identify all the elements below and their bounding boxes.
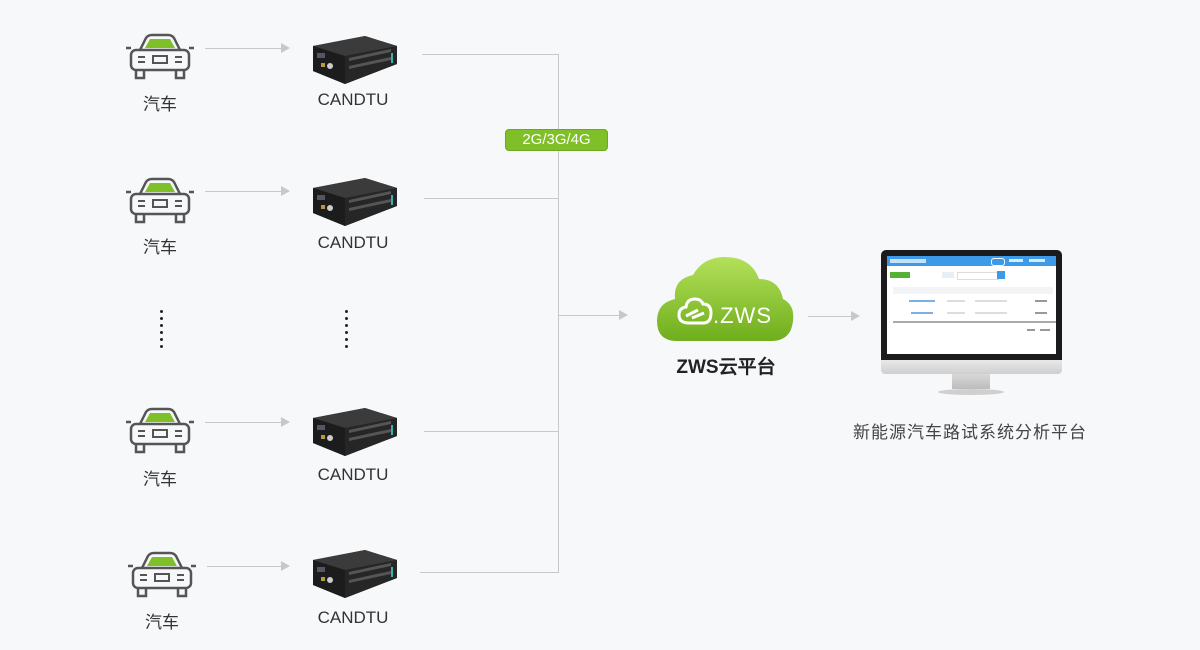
vehicle-label: 汽车 (143, 95, 177, 114)
monitor-screen (887, 256, 1056, 354)
candtu-device-icon (313, 36, 397, 84)
candtu-device-icon (313, 550, 397, 598)
ellipsis-vertical-icon (160, 310, 166, 352)
device-label: CANDTU (317, 608, 389, 627)
car-icon (128, 551, 196, 598)
connector-line (808, 316, 852, 317)
car-icon (126, 177, 194, 224)
ellipsis-vertical-icon (345, 310, 351, 352)
device-label: CANDTU (317, 233, 389, 252)
screen-scrollbar (893, 321, 1056, 323)
car-icon (126, 33, 194, 80)
arrow-right-icon (281, 561, 290, 571)
arrow-right-icon (619, 310, 628, 320)
arrow-right-icon (281, 186, 290, 196)
analysis-platform-label: 新能源汽车路试系统分析平台 (853, 423, 1087, 442)
arrow-right-icon (851, 311, 860, 321)
cloud-platform-label: ZWS云平台 (676, 357, 776, 378)
cloud-icon: .ZWS (657, 257, 794, 341)
monitor-neck (952, 374, 990, 389)
screen-header-bar (887, 256, 1056, 266)
connector-line (205, 422, 283, 423)
arrow-right-icon (281, 417, 290, 427)
monitor-chin (881, 360, 1062, 374)
uplink-line (424, 198, 558, 199)
device-label: CANDTU (317, 90, 389, 109)
uplink-line (424, 431, 558, 432)
device-label: CANDTU (317, 465, 389, 484)
candtu-device-icon (313, 408, 397, 456)
connector-line (558, 315, 620, 316)
connector-line (205, 191, 283, 192)
connector-line (207, 566, 283, 567)
connector-line (205, 48, 283, 49)
monitor-base (938, 389, 1004, 395)
vehicle-label: 汽车 (143, 238, 177, 257)
screen-add-button (890, 272, 910, 278)
vehicle-label: 汽车 (143, 470, 177, 489)
arrow-right-icon (281, 43, 290, 53)
network-badge: 2G/3G/4G (505, 129, 608, 151)
cloud-logo-text: .ZWS (713, 303, 772, 328)
candtu-device-icon (313, 178, 397, 226)
uplink-line (422, 54, 558, 55)
uplink-line (420, 572, 558, 573)
screen-table-header (893, 287, 1053, 294)
car-icon (126, 407, 194, 454)
vehicle-label: 汽车 (145, 613, 179, 632)
bus-line (558, 54, 559, 573)
